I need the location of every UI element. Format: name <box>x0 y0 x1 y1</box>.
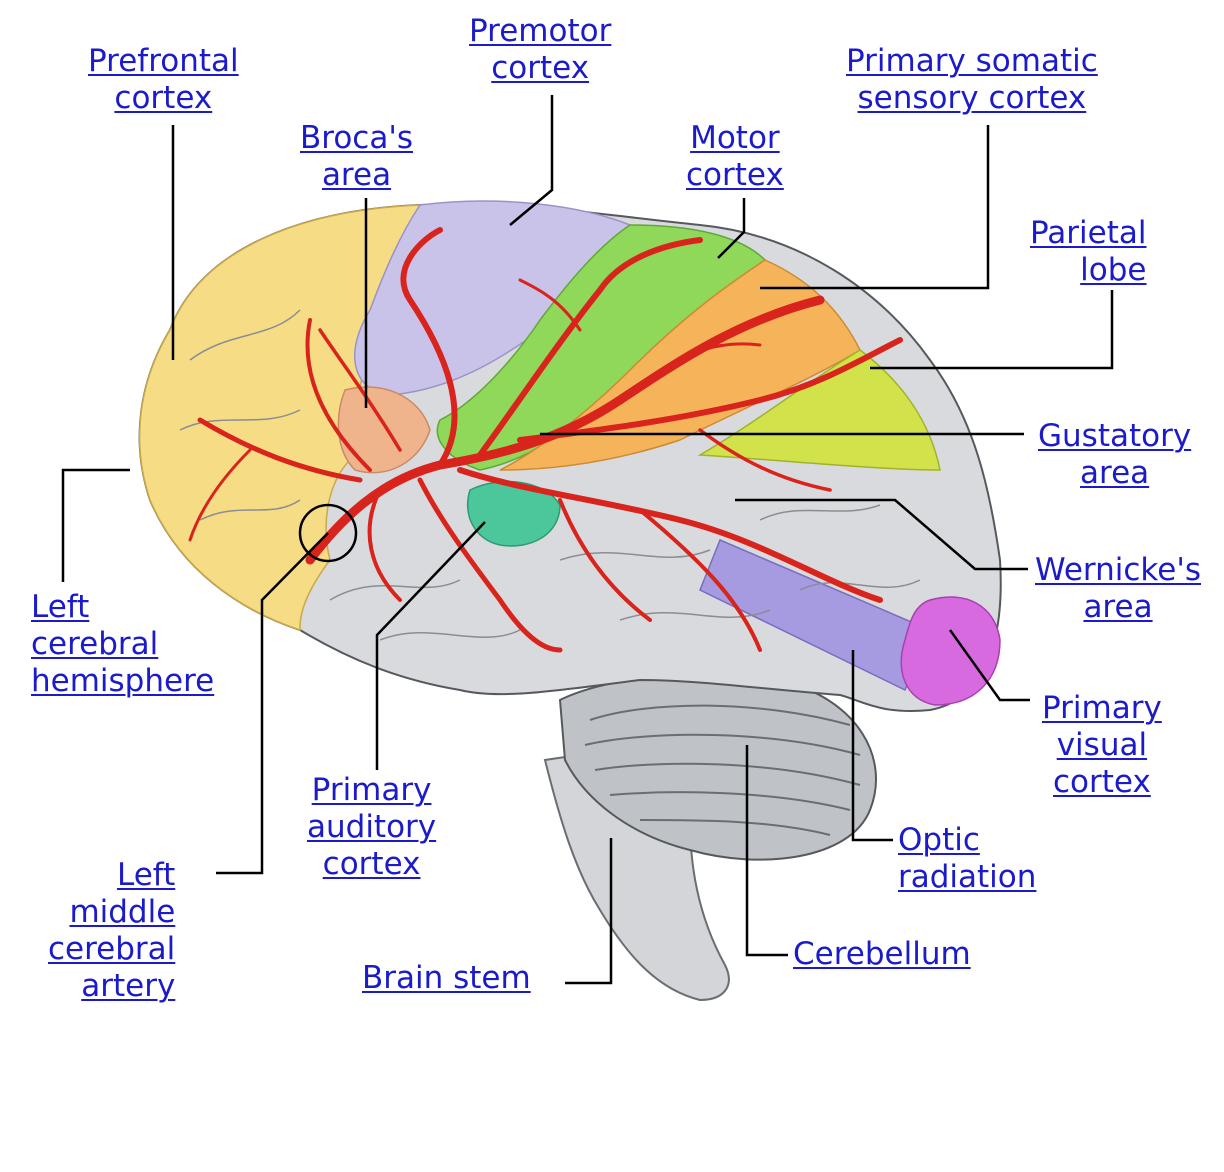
artery-origin-circle <box>298 503 358 563</box>
label-line: lobe <box>1080 252 1147 288</box>
label-line: Brain stem <box>362 960 531 996</box>
label-line: area <box>1080 455 1150 491</box>
label-motor-cortex[interactable]: Motor cortex <box>686 120 784 194</box>
label-line: Primary <box>311 772 432 808</box>
label-line: artery <box>81 968 176 1004</box>
label-left-cerebral-hemisphere[interactable]: Left cerebral hemisphere <box>31 589 214 700</box>
label-cerebellum[interactable]: Cerebellum <box>793 936 971 973</box>
label-line: area <box>1083 589 1153 625</box>
label-line: radiation <box>898 859 1037 895</box>
label-line: middle <box>69 894 176 930</box>
label-line: Premotor <box>469 13 612 49</box>
label-wernickes-area[interactable]: Wernicke's area <box>1035 552 1201 626</box>
label-line: hemisphere <box>31 663 215 699</box>
label-line: cortex <box>1053 764 1151 800</box>
premotor-region <box>353 200 632 396</box>
middle-cerebral-artery <box>188 227 903 653</box>
label-line: cortex <box>491 50 590 86</box>
label-line: cortex <box>322 846 421 882</box>
label-line: Prefrontal <box>88 43 239 79</box>
label-line: Gustatory <box>1038 418 1192 454</box>
visual-cortex-region <box>900 596 1001 706</box>
label-line: cortex <box>114 80 213 116</box>
label-primary-visual-cortex[interactable]: Primary visual cortex <box>1042 690 1162 801</box>
label-line: Parietal <box>1030 215 1147 251</box>
label-line: cortex <box>686 157 784 193</box>
label-primary-somatic-sensory-cortex[interactable]: Primary somatic sensory cortex <box>846 43 1098 117</box>
label-optic-radiation[interactable]: Optic radiation <box>898 822 1036 896</box>
label-line: Left <box>31 589 90 625</box>
auditory-region <box>466 480 561 547</box>
label-primary-auditory-cortex[interactable]: Primary auditory cortex <box>307 772 436 883</box>
label-line: Broca's <box>300 120 414 156</box>
label-line: area <box>321 157 392 193</box>
label-brain-stem[interactable]: Brain stem <box>362 960 531 997</box>
label-line: visual <box>1056 727 1148 763</box>
parietal-region <box>697 349 941 471</box>
label-line: cerebral <box>31 626 159 662</box>
label-line: Primary somatic <box>846 43 1098 79</box>
leader-lines <box>61 95 1114 985</box>
label-gustatory-area[interactable]: Gustatory area <box>1038 418 1191 492</box>
label-premotor-cortex[interactable]: Premotor cortex <box>469 13 611 87</box>
label-left-middle-cerebral-artery[interactable]: Left middle cerebral artery <box>48 857 175 1005</box>
label-line: Primary <box>1042 690 1162 726</box>
label-parietal-lobe[interactable]: Parietal lobe <box>1030 215 1147 289</box>
label-line: Cerebellum <box>793 936 971 972</box>
label-prefrontal-cortex[interactable]: Prefrontal cortex <box>88 43 239 117</box>
label-line: sensory cortex <box>857 80 1087 116</box>
label-line: auditory <box>307 809 437 845</box>
label-line: cerebral <box>48 931 176 967</box>
label-line: Wernicke's <box>1035 552 1202 588</box>
label-brocas-area[interactable]: Broca's area <box>300 120 413 194</box>
cerebellum-folia <box>584 704 861 836</box>
label-line: Motor <box>690 120 780 156</box>
label-line: Left <box>116 857 176 893</box>
prefrontal-region <box>138 204 429 632</box>
label-line: Optic <box>898 822 980 858</box>
